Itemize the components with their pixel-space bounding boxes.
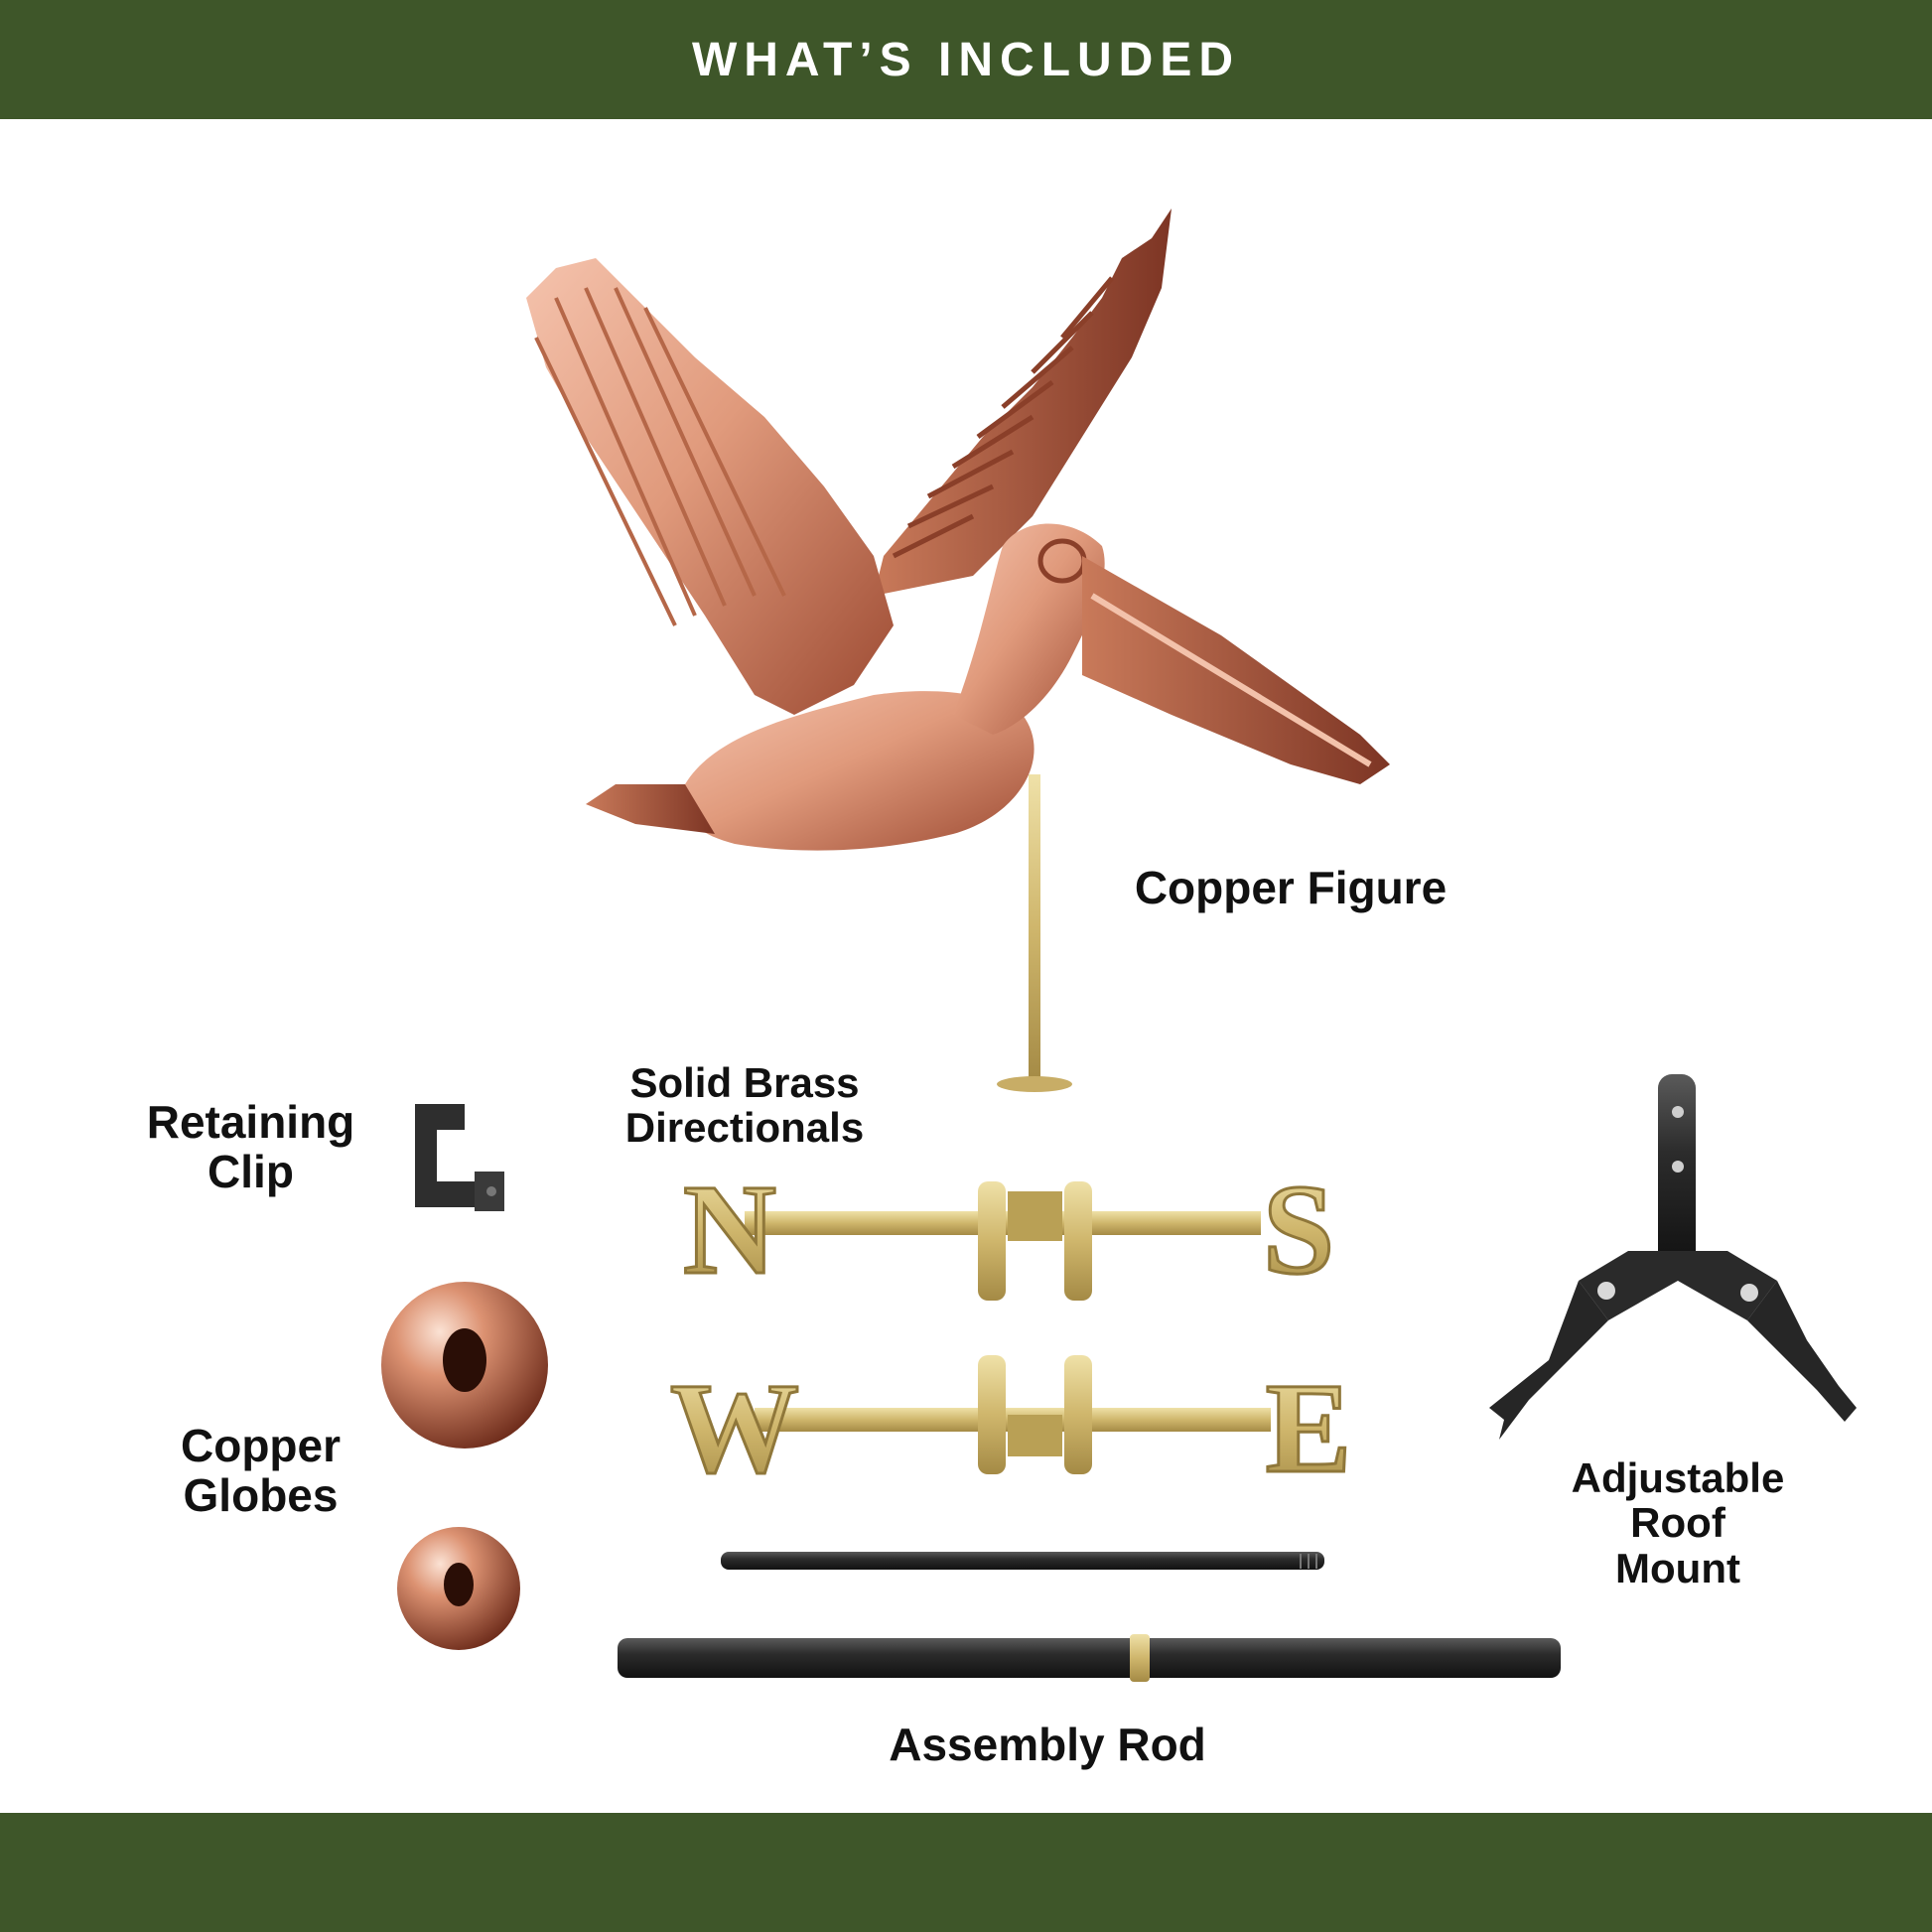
directional-west-east: W E bbox=[669, 1355, 1353, 1502]
copper-pelican-figure bbox=[526, 208, 1390, 1092]
label-solid-brass-directionals: Solid Brass Directionals bbox=[624, 1059, 865, 1152]
pelican-body bbox=[682, 691, 1035, 851]
pelican-neck bbox=[953, 523, 1105, 735]
east-letter: E bbox=[1266, 1357, 1352, 1500]
header-band: WHAT’S INCLUDED bbox=[0, 0, 1932, 119]
figure-base-plate bbox=[997, 1076, 1072, 1092]
figure-stem bbox=[1029, 774, 1040, 1082]
label-copper-figure: Copper Figure bbox=[1134, 862, 1448, 913]
label-assembly-rod: Assembly Rod bbox=[889, 1719, 1206, 1770]
north-letter: N bbox=[683, 1159, 776, 1302]
south-letter: S bbox=[1263, 1159, 1334, 1302]
adjustable-roof-mount bbox=[1489, 1074, 1857, 1440]
assembly-rod bbox=[618, 1638, 1561, 1678]
directional-north-south: N S bbox=[682, 1158, 1336, 1304]
thin-rod bbox=[721, 1552, 1324, 1570]
label-adjustable-roof-mount: Adjustable Roof Mount bbox=[1571, 1454, 1785, 1591]
header-title: WHAT’S INCLUDED bbox=[691, 33, 1241, 86]
label-retaining-clip: Retaining Clip bbox=[146, 1096, 355, 1197]
assembly-rod-collar bbox=[1130, 1634, 1150, 1682]
west-letter: W bbox=[670, 1357, 799, 1500]
retaining-clip bbox=[415, 1104, 504, 1211]
pelican-tail bbox=[586, 784, 715, 834]
near-wing bbox=[526, 258, 894, 715]
footer-band bbox=[0, 1813, 1932, 1932]
label-copper-globes: Copper Globes bbox=[181, 1420, 341, 1521]
